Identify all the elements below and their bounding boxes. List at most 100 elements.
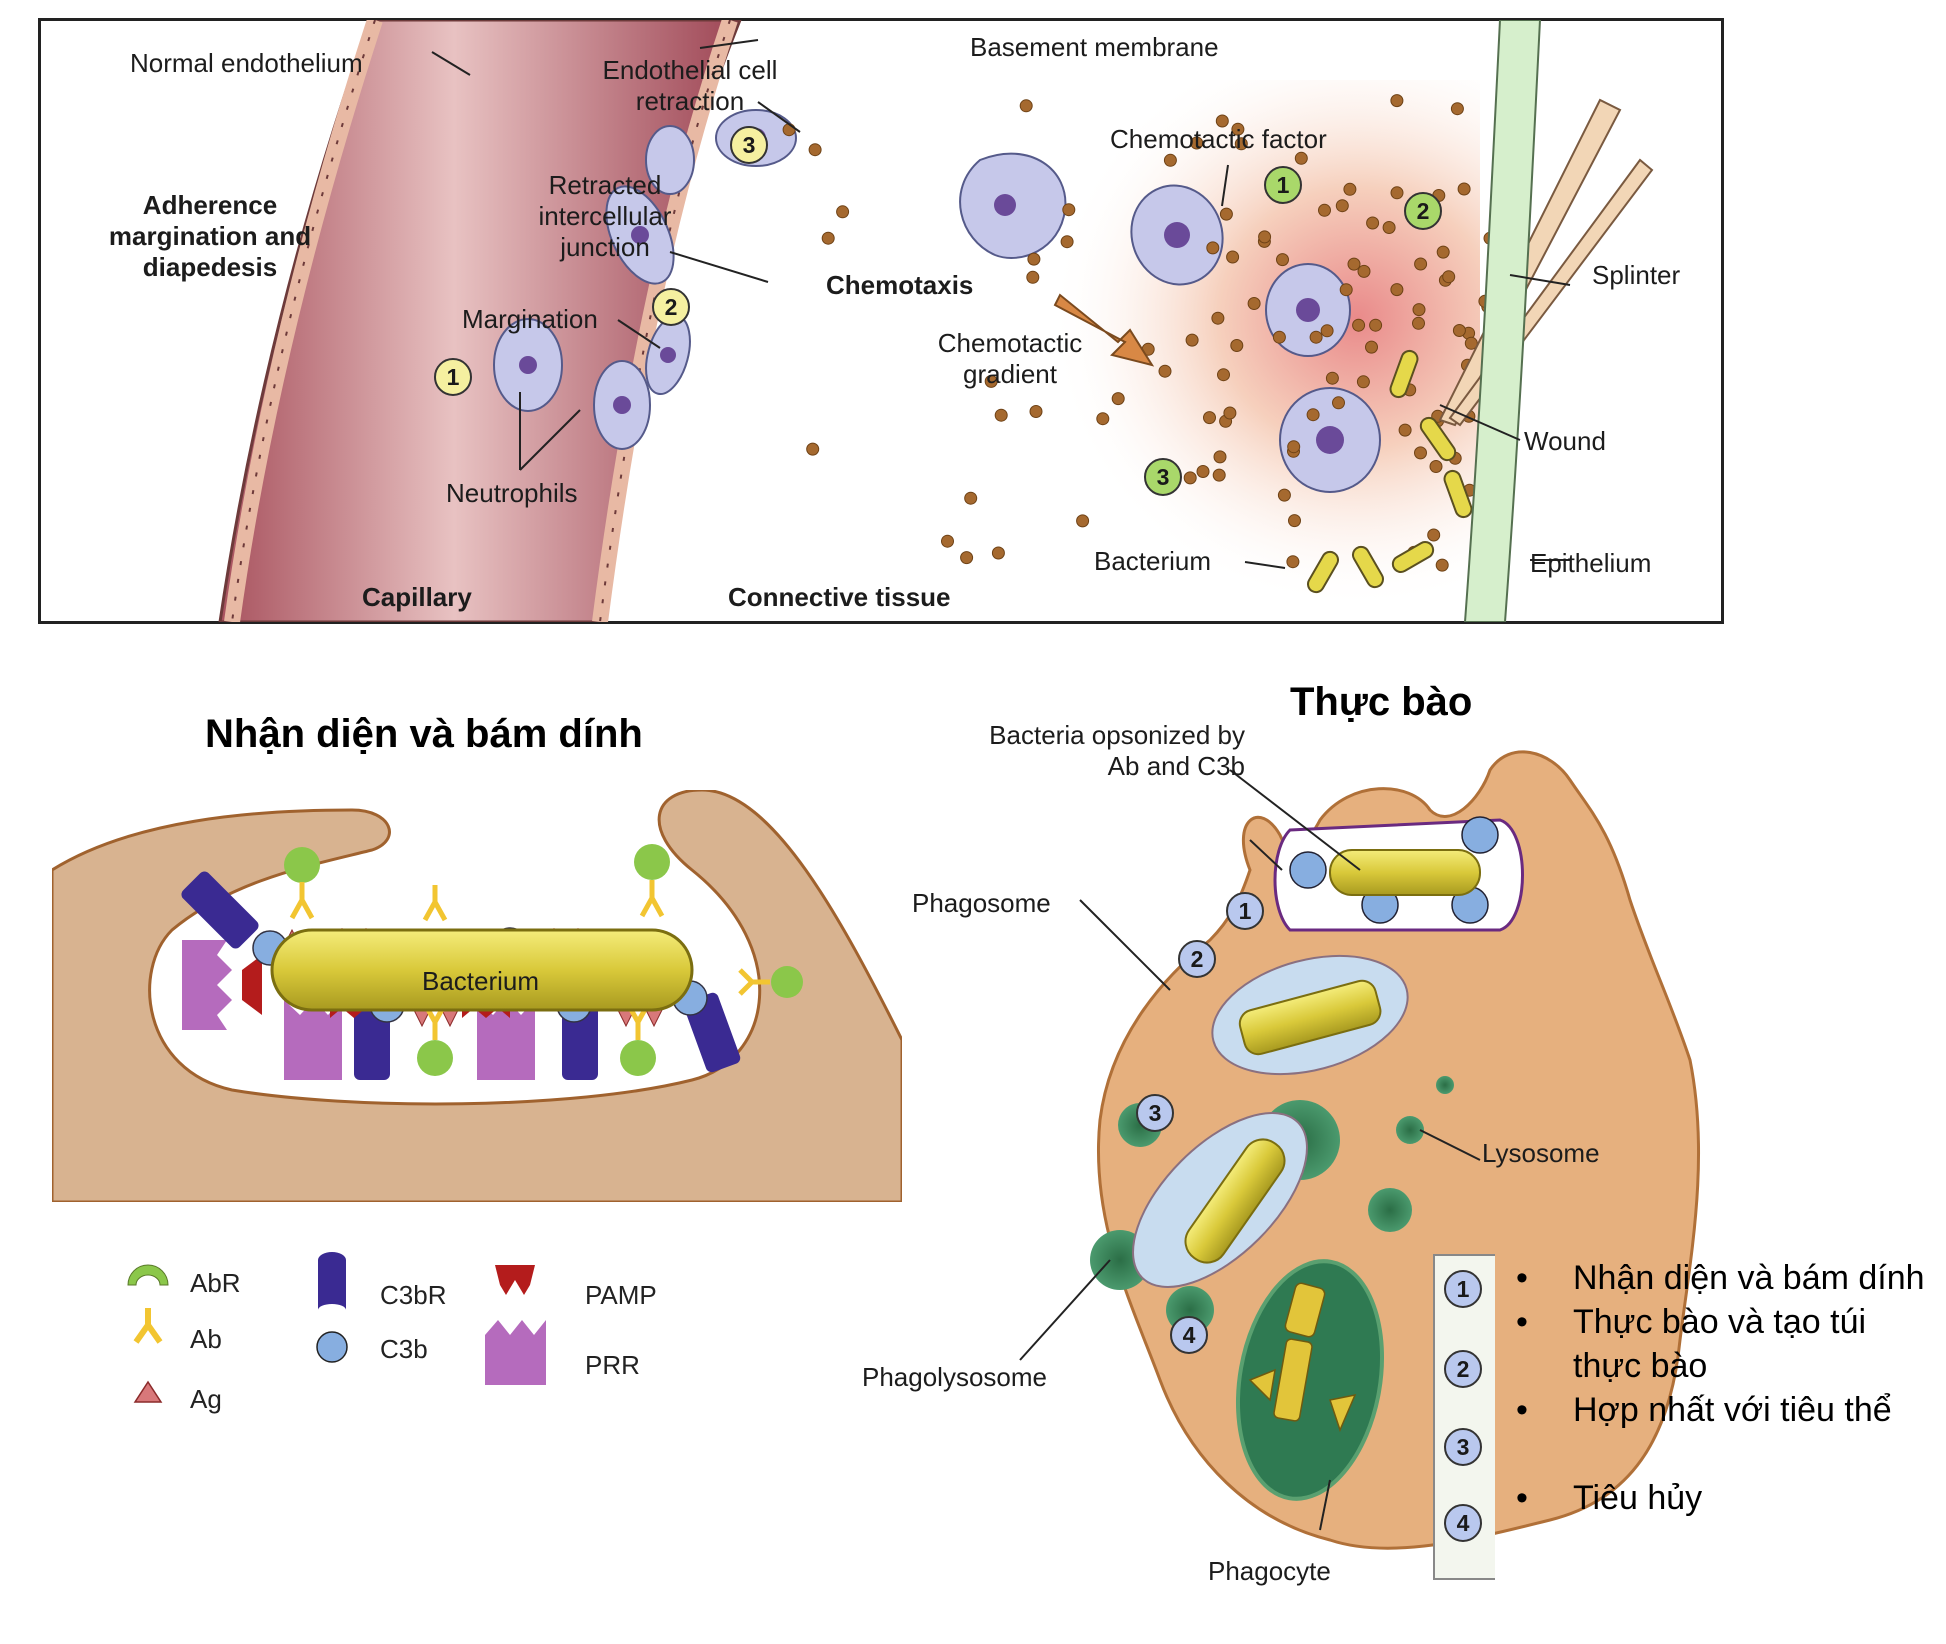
step-item-2: Thực bào và tạo túi thực bào — [1508, 1300, 1938, 1388]
chemotactic-factor-dot — [1183, 471, 1197, 485]
step-item-3: Hợp nhất với tiêu thể — [1508, 1388, 1938, 1432]
label-normal-endothelium: Normal endothelium — [130, 48, 363, 78]
chemotactic-factor-dot — [1060, 235, 1074, 249]
c3b-icon — [316, 1331, 348, 1363]
chemotactic-factor-dot — [941, 534, 954, 548]
chemotactic-factor-dot — [1026, 270, 1040, 284]
prr-receptor — [182, 940, 535, 1080]
label-connective-tissue: Connective tissue — [728, 582, 951, 612]
recognition-illustration — [52, 790, 902, 1202]
chemotactic-factor-dot — [964, 491, 978, 505]
chemotactic-factor-dot — [1390, 283, 1404, 297]
label-margination: Margination — [462, 304, 598, 334]
chemotactic-factor-dot — [1414, 257, 1428, 271]
step-item-1: Nhận diện và bám dính — [1508, 1256, 1938, 1300]
chemotactic-factor-dot — [1258, 230, 1272, 244]
chemotactic-factor-dot — [1309, 330, 1323, 344]
chemotactic-factor-dot — [1435, 558, 1449, 572]
chemotactic-factor-dot — [1287, 440, 1301, 454]
label-epithelium: Epithelium — [1530, 548, 1652, 578]
chemotactic-factor-dot — [991, 546, 1005, 560]
label-chemotactic-factor: Chemotactic factor — [1110, 124, 1327, 154]
chemotactic-factor-dot — [1226, 250, 1240, 264]
chemotactic-factor-dot — [1347, 257, 1361, 271]
chemotactic-factor-dot — [1320, 324, 1334, 338]
chemotactic-factor-dot — [1247, 297, 1261, 310]
chemotactic-gradient-arrow — [1053, 293, 1155, 367]
chemotactic-factor-dot — [782, 123, 796, 137]
abr-receptor — [284, 844, 803, 1076]
chemotactic-factor-dot — [1219, 207, 1233, 221]
chemotactic-factor-dot — [1286, 555, 1300, 569]
pamp-icon — [495, 1265, 535, 1295]
chemotactic-factor-dot — [1272, 330, 1286, 344]
chemotactic-factor-dot — [1212, 468, 1226, 482]
chemotactic-factor-dot — [1339, 283, 1353, 297]
inflammation-illustration — [218, 20, 1654, 622]
inflammation-panel-frame — [38, 18, 1724, 624]
badge-chemotaxis-3: 3 — [1144, 458, 1182, 496]
chemotactic-factor-dot — [1427, 528, 1441, 542]
chemotactic-factor-dot — [960, 551, 974, 565]
ab-icon — [133, 1308, 163, 1344]
chemotactic-factor-dot — [808, 143, 822, 157]
bacterium-body — [270, 928, 694, 1012]
chemotactic-factor-dot — [1382, 221, 1396, 234]
chemotactic-factor-dot — [821, 231, 835, 245]
chemotactic-factor-dot — [1356, 375, 1370, 389]
step-badge-3: 3 — [1444, 1428, 1482, 1466]
chemotactic-factor-dot — [1318, 203, 1331, 217]
molecule-legend: AbR Ab Ag C3bR C3b PAMP PRR — [40, 1250, 740, 1430]
phagosome-bacterium — [1238, 979, 1382, 1056]
chemotactic-factor-dot — [1450, 102, 1464, 116]
badge-margination-2: 2 — [652, 288, 690, 326]
chemotactic-factor-dot — [1288, 514, 1301, 528]
neutrophil — [493, 109, 1381, 493]
chemotactic-factor-dot — [1390, 186, 1404, 200]
label-endothelial-cell-retraction: Endothelial cell retraction — [602, 55, 778, 116]
chemotactic-factor-dot — [1436, 245, 1450, 259]
chemotactic-factor-dot — [1335, 199, 1349, 213]
step-badge-1: 1 — [1444, 1270, 1482, 1308]
chemotactic-factor-dot — [1206, 241, 1220, 255]
step-badge-4: 4 — [1444, 1504, 1482, 1542]
chemotactic-factor-dot — [1158, 364, 1172, 378]
chemotactic-factor-dot — [1343, 182, 1357, 196]
badge-phago-4: 4 — [1170, 1316, 1208, 1354]
epithelium — [1463, 20, 1542, 622]
legend-label-c3b: C3b — [380, 1334, 428, 1364]
chemotactic-factor-dot — [1027, 252, 1041, 266]
chemotactic-factor-dot — [1096, 412, 1110, 426]
chemotactic-factor-dot — [1306, 408, 1320, 422]
label-capillary: Capillary — [362, 582, 472, 612]
badge-margination-1: 1 — [434, 358, 472, 396]
abr-icon — [127, 1264, 169, 1286]
badge-phago-1: 1 — [1226, 892, 1264, 930]
legend-label-abr: AbR — [190, 1268, 241, 1298]
recognition-title: Nhận diện và bám dính — [205, 712, 643, 756]
phagocytosis-title: Thực bào — [1290, 680, 1473, 724]
chemotactic-factor-dot — [1111, 392, 1125, 406]
label-adherence-title: Adherence margination and diapedesis — [108, 190, 312, 282]
chemotactic-factor-dot — [836, 205, 850, 219]
chemotactic-factor-dot — [1230, 339, 1244, 352]
chemotactic-factor-dot — [1029, 405, 1043, 418]
chemotactic-factor-dot — [1332, 396, 1345, 410]
chemotactic-factor-dot — [1276, 253, 1289, 267]
chemotactic-factor-dot — [1294, 151, 1308, 165]
chemotactic-factor-dot — [1215, 114, 1229, 128]
chemotactic-factor-dot — [1412, 316, 1425, 330]
label-lysosome: Lysosome — [1482, 1138, 1600, 1168]
chemotactic-factor-dot — [1365, 340, 1378, 354]
label-chemotactic-gradient: Chemotactic gradient — [937, 328, 1083, 389]
phagocyte-membrane — [52, 790, 902, 1202]
bacteria — [1307, 349, 1473, 594]
chemotactic-factor-dot — [1223, 406, 1237, 420]
chemotactic-factor-dot — [1213, 450, 1227, 464]
step-badge-2: 2 — [1444, 1350, 1482, 1388]
chemotactic-factor-dot — [1163, 153, 1177, 167]
chemotactic-factor-dot — [1414, 446, 1427, 460]
chemotactic-factor-dot — [1452, 324, 1466, 337]
chemotactic-factor-dot — [1190, 136, 1204, 150]
chemotactic-factor-dot — [1211, 311, 1225, 325]
